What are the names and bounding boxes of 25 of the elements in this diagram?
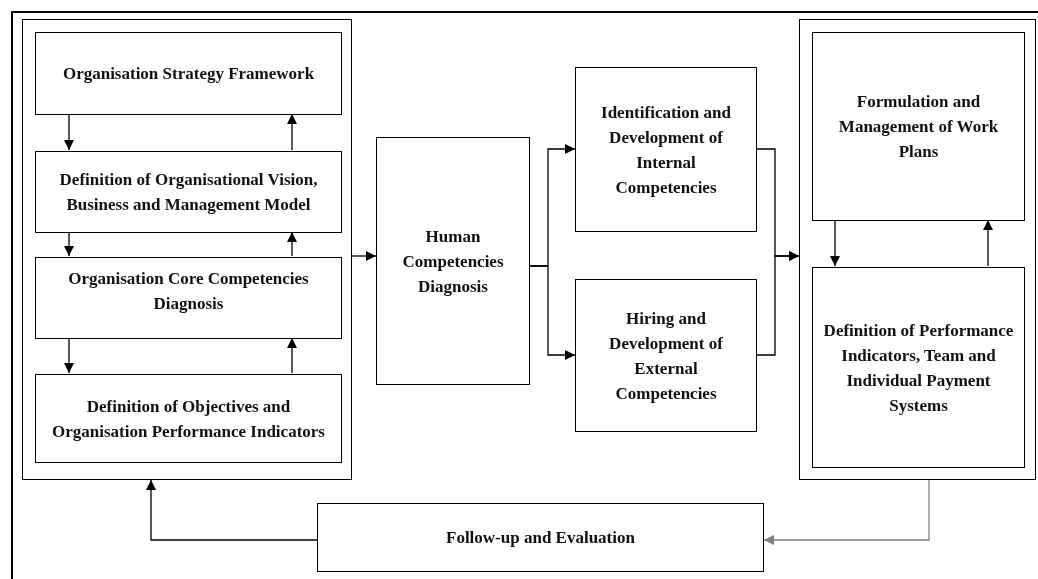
process-box: Follow-up and Evaluation bbox=[317, 503, 764, 572]
arrow bbox=[64, 337, 74, 374]
process-box: Identification and Development of Internal Competencies bbox=[575, 67, 757, 232]
process-box: Definition of Objectives and Organisation Performance Indicators bbox=[35, 374, 342, 463]
arrow bbox=[287, 337, 297, 374]
arrow bbox=[830, 219, 840, 267]
process-box: Organisation Strategy Framework bbox=[35, 32, 342, 115]
group-frame bbox=[799, 19, 1036, 480]
arrow bbox=[351, 251, 377, 261]
process-box: Definition of Organisational Vision, Business and Management Model bbox=[35, 151, 342, 233]
process-box: Organisation Core Competencies Diagnosis bbox=[35, 257, 342, 339]
arrow bbox=[287, 231, 297, 257]
process-box: Hiring and Development of External Competencies bbox=[575, 279, 757, 432]
arrow bbox=[64, 231, 74, 257]
arrow bbox=[146, 479, 318, 541]
process-box: Formulation and Management of Work Plans bbox=[812, 32, 1025, 221]
arrow bbox=[983, 219, 993, 267]
arrow bbox=[529, 265, 576, 360]
arrow bbox=[763, 479, 930, 545]
process-box: Human Competencies Diagnosis bbox=[376, 137, 530, 385]
arrow bbox=[64, 113, 74, 151]
group-frame bbox=[22, 19, 352, 480]
arrow bbox=[756, 251, 800, 356]
process-box: Definition of Performance Indicators, Team and Individual Payment Systems bbox=[812, 267, 1025, 468]
arrow bbox=[287, 113, 297, 151]
